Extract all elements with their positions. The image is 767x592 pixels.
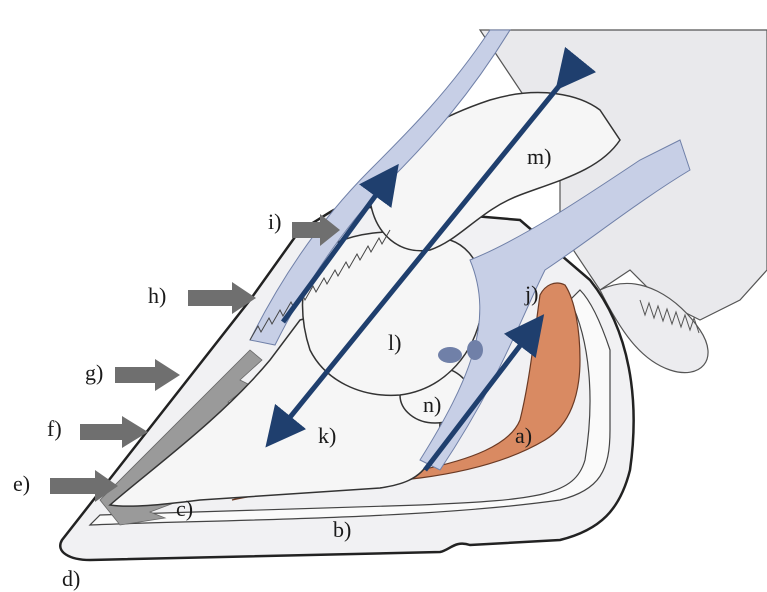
label-h: h) <box>148 283 166 308</box>
label-e: e) <box>13 471 30 496</box>
label-a: a) <box>515 423 532 448</box>
label-m: m) <box>527 144 551 169</box>
label-j: j) <box>524 281 538 306</box>
label-g: g) <box>85 360 103 385</box>
navicular-detail <box>467 340 483 360</box>
label-f: f) <box>47 416 62 441</box>
navicular-detail <box>438 347 462 363</box>
label-k: k) <box>318 423 336 448</box>
label-l: l) <box>388 330 401 355</box>
label-d: d) <box>62 566 80 591</box>
label-i: i) <box>268 209 281 234</box>
pointer-arrow-g <box>115 359 180 391</box>
label-c: c) <box>176 496 193 521</box>
label-n: n) <box>423 392 441 417</box>
label-b: b) <box>333 517 351 542</box>
